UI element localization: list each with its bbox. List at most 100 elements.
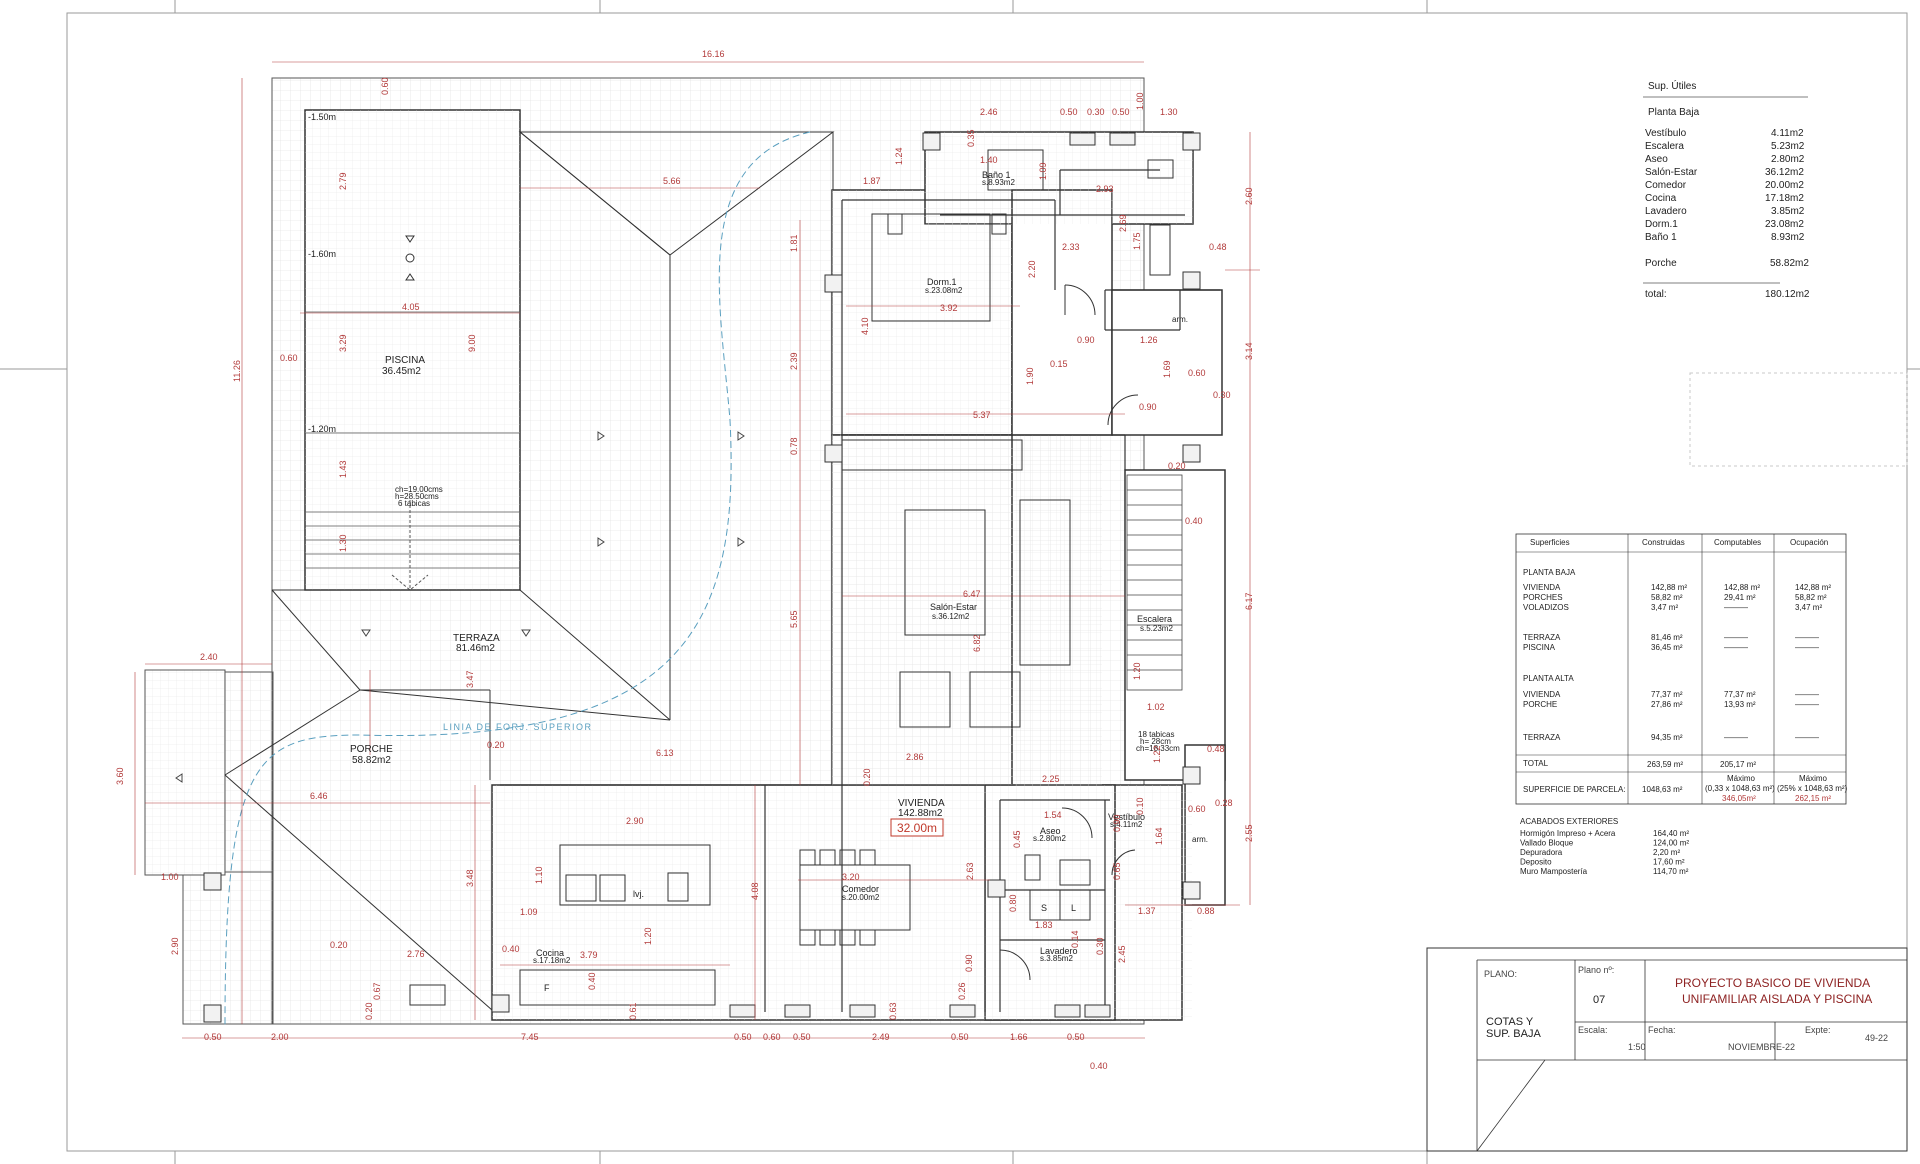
title-escala: 1:50 [1628,1042,1646,1052]
dimension-labels: 2.46 0.50 0.30 0.50 1.00 1.30 0.60 2.79 … [115,77,1254,1071]
title-plano-value-1: COTAS Y [1486,1016,1534,1028]
areas-row-name: Cocina [1645,193,1677,204]
svg-text:0.78: 0.78 [789,437,799,455]
svg-text:1.09: 1.09 [1038,162,1048,180]
svg-text:0.10: 0.10 [1135,797,1145,815]
surfaces-pb-cell: 58,82 m² [1795,593,1827,602]
surfaces-pb-cell: ——— [1724,643,1748,652]
room-name-piscina: PISCINA [385,355,425,366]
svg-text:2.55: 2.55 [1244,824,1254,842]
svg-text:1.30: 1.30 [1160,107,1178,117]
surfaces-planta-baja: PLANTA BAJA [1523,568,1576,577]
svg-text:2.60: 2.60 [1244,187,1254,205]
svg-text:1.22: 1.22 [1152,745,1162,763]
surfaces-planta-alta: PLANTA ALTA [1523,674,1574,683]
svg-text:1.24: 1.24 [894,147,904,165]
svg-text:0.90: 0.90 [1077,335,1095,345]
finish-value: 114,70 m² [1653,867,1689,876]
areas-total-name: total: [1645,289,1667,300]
svg-text:0.50: 0.50 [204,1032,222,1042]
surfaces-total-built: 263,59 m² [1647,760,1683,769]
finish-name: Muro Mampostería [1520,867,1588,876]
svg-text:3.60: 3.60 [115,767,125,785]
svg-text:6.47: 6.47 [963,589,981,599]
surfaces-pb-cell: 81,46 m² [1651,633,1683,642]
areas-total-value: 180.12m2 [1765,289,1810,300]
surfaces-pb-cell: ——— [1795,633,1819,642]
room-name-salon: Salón-Estar [930,602,977,612]
vivienda-area: 142.88m2 [898,808,943,819]
svg-text:0.61: 0.61 [628,1002,638,1020]
finish-name: Depuradora [1520,848,1563,857]
dim-overall-width: 16.16 [702,49,725,59]
svg-text:3.29: 3.29 [338,334,348,352]
svg-text:2.39: 2.39 [789,352,799,370]
svg-text:0.40: 0.40 [1185,516,1203,526]
surfaces-pb-cell: 142,88 m² [1724,583,1760,592]
surfaces-header-0: Superficies [1530,538,1570,547]
svg-text:1.81: 1.81 [789,234,799,252]
room-name-terraza: TERRAZA [453,633,500,644]
svg-text:1.20: 1.20 [643,927,653,945]
svg-text:0.60: 0.60 [763,1032,781,1042]
areas-row-name: Dorm.1 [1645,219,1678,230]
room-area-bano1: s.8.93m2 [982,178,1015,187]
svg-text:1.10: 1.10 [534,866,544,884]
svg-text:0.63: 0.63 [888,1002,898,1020]
svg-text:3.79: 3.79 [580,950,598,960]
room-name-arm-bottom: arm. [1192,835,1208,844]
svg-text:2.00: 2.00 [271,1032,289,1042]
svg-text:0.90: 0.90 [1139,402,1157,412]
svg-text:0.28: 0.28 [1215,798,1233,808]
svg-text:1.54: 1.54 [1044,810,1062,820]
svg-text:2.49: 2.49 [872,1032,890,1042]
svg-text:2.20: 2.20 [1027,260,1037,278]
vivienda-name: VIVIENDA [898,798,945,809]
room-name-aseo: Aseo [1040,826,1061,836]
finish-value: 2,20 m² [1653,848,1680,857]
svg-text:1.00: 1.00 [161,872,179,882]
areas-row-value: 36.12m2 [1765,167,1804,178]
svg-text:0.48: 0.48 [1209,242,1227,252]
finish-name: Hormigón Impreso + Acera [1520,829,1616,838]
room-area-aseo: s.2.80m2 [1033,834,1066,843]
svg-text:2.79: 2.79 [338,172,348,190]
surfaces-pa-cell: ——— [1795,690,1819,699]
svg-text:6.17: 6.17 [1244,592,1254,610]
surfaces-pa-cell: 77,37 m² [1651,690,1683,699]
room-area-piscina: 36.45m2 [382,366,421,377]
surfaces-pb-cell: ——— [1795,643,1819,652]
svg-text:0.40: 0.40 [502,944,520,954]
surfaces-parcela-value: 1048,63 m² [1642,785,1683,794]
areas-row-value: 2.80m2 [1771,154,1805,165]
svg-text:0.50: 0.50 [1067,1032,1085,1042]
surfaces-header-2: Computables [1714,538,1761,547]
areas-row-name: Vestíbulo [1645,128,1687,139]
house-stairs [1126,474,1183,691]
surfaces-parcela-label: SUPERFICIE DE PARCELA: [1523,785,1626,794]
pool-stair-note-1: ch=19.00cms [395,485,443,494]
surfaces-pa-cell: ——— [1795,700,1819,709]
svg-text:9.00: 9.00 [467,334,477,352]
svg-text:11.26: 11.26 [232,360,242,382]
surfaces-pa-cell: PORCHE [1523,700,1557,709]
svg-text:0.20: 0.20 [1168,461,1186,471]
svg-text:5.65: 5.65 [789,610,799,628]
room-area-lavadero: s.3.85m2 [1040,954,1073,963]
svg-text:3.48: 3.48 [465,869,475,887]
surfaces-max2-0: Máximo [1799,774,1828,783]
svg-text:0.26: 0.26 [957,982,967,1000]
room-name-dorm1: Dorm.1 [927,277,957,287]
surfaces-max1-2: 346,05m² [1722,794,1756,803]
plan [134,61,1260,1039]
svg-text:4.05: 4.05 [402,302,420,312]
svg-text:0.60: 0.60 [1188,368,1206,378]
plan-labels: 16.16 PISCINA 36.45m2 TERRAZA 81.46m2 PO… [115,49,1254,1071]
areas-row-value: 8.93m2 [1771,232,1805,243]
svg-text:1.02: 1.02 [1147,702,1165,712]
title-plano-n: 07 [1593,994,1605,1006]
finish-name: Deposito [1520,858,1552,867]
title-project-1: PROYECTO BASICO DE VIVIENDA [1675,976,1870,990]
pool-level-3: -1.20m [308,424,336,434]
